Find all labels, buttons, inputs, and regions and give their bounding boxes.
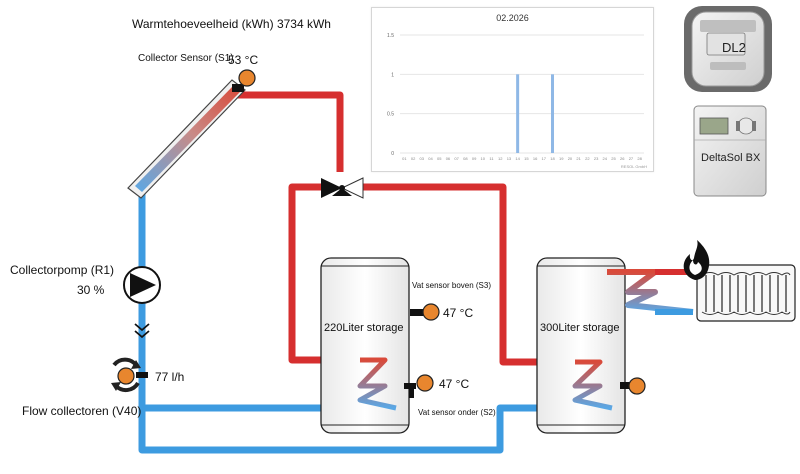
chart-x-tick-label: 22	[585, 156, 590, 161]
chart-x-tick-label: 13	[507, 156, 512, 161]
tank-300-label: 300Liter storage	[540, 322, 620, 334]
radiator-icon	[696, 264, 796, 322]
chart-y-tick-label: 1.5	[387, 33, 394, 39]
tank-220-label: 220Liter storage	[324, 322, 404, 334]
tank-220-top-sensor-icon	[422, 303, 440, 321]
tank-300-sensor-mount	[620, 382, 634, 389]
tank-220-top-sensor-value: 47 °C	[443, 306, 474, 320]
controller-label: DeltaSol BX	[701, 152, 761, 164]
three-way-valve-icon	[321, 177, 364, 199]
collector-sensor-icon	[238, 69, 256, 87]
chart-bar[interactable]	[551, 74, 554, 153]
chart-x-tick-label: 05	[437, 156, 442, 161]
solar-collector	[127, 79, 246, 199]
chart-x-tick-label: 28	[637, 156, 642, 161]
collector-pump-icon	[123, 266, 161, 304]
chart-x-tick-label: 06	[446, 156, 451, 161]
collector-sensor-value: 53 °C	[228, 53, 259, 67]
chart-x-tick-label: 01	[402, 156, 407, 161]
chart-x-tick-label: 07	[454, 156, 459, 161]
chart-x-tick-label: 10	[481, 156, 486, 161]
tank-220-bottom-sensor-value: 47 °C	[439, 377, 470, 391]
chart-x-tick-label: 23	[594, 156, 599, 161]
datalogger-label: DL2	[722, 40, 746, 55]
chart-x-tick-label: 02	[411, 156, 416, 161]
chart-x-tick-label: 03	[420, 156, 425, 161]
flow-meter-icon	[111, 357, 141, 393]
flame-icon	[683, 240, 710, 280]
chart-x-tick-label: 04	[428, 156, 433, 161]
chart-x-tick-label: 09	[472, 156, 477, 161]
chart-x-tick-label: 08	[463, 156, 468, 161]
chart-credits: RESOL GmbH	[620, 164, 647, 169]
chart-x-tick-label: 14	[515, 156, 520, 161]
chart-x-tick-label: 21	[576, 156, 581, 161]
chart-x-tick-label: 27	[629, 156, 634, 161]
collector-pump-label: Collectorpomp (R1)	[10, 263, 115, 277]
tank-220-bottom-sensor-stem	[409, 386, 414, 398]
chart-bar[interactable]	[516, 74, 520, 153]
deltasol-bx-device	[693, 105, 767, 197]
tank-220-icon	[320, 257, 410, 434]
chart-x-tick-label: 11	[489, 156, 494, 161]
chart-x-tick-label: 19	[559, 156, 564, 161]
tank-220-bottom-sensor-icon	[416, 374, 434, 392]
chart-x-tick-label: 18	[550, 156, 555, 161]
tank-300-icon	[536, 257, 626, 434]
chart-x-tick-label: 12	[498, 156, 503, 161]
collector-sensor-label: Collector Sensor (S1)	[138, 53, 234, 64]
tank-220-coil	[357, 357, 397, 411]
chart-x-tick-label: 24	[603, 156, 608, 161]
tank-300-hx-coil	[607, 269, 694, 315]
chart-x-tick-label: 20	[568, 156, 573, 161]
collector-pump-value: 30 %	[77, 283, 105, 297]
chart-x-tick-label: 26	[620, 156, 625, 161]
flow-direction-icon	[134, 323, 150, 339]
tank-300-sensor-icon	[628, 377, 646, 395]
chart-x-tick-label: 16	[533, 156, 538, 161]
flow-sensor-mount	[136, 372, 148, 378]
tank-220-top-sensor-label: Vat sensor boven (S3)	[412, 281, 492, 290]
chart-x-tick-label: 25	[611, 156, 616, 161]
datalogger-dl2-device	[684, 6, 772, 92]
collector-sensor-mount	[232, 84, 244, 92]
chart-x-tick-label: 17	[542, 156, 547, 161]
chart-title: 02.2026	[496, 13, 529, 23]
chart-y-tick-label: 1	[391, 72, 394, 78]
chart-x-tick-label: 15	[524, 156, 529, 161]
tank-300-coil	[572, 359, 613, 411]
flow-value: 77 l/h	[155, 370, 185, 384]
energy-total-label: Warmtehoeveelheid (kWh) 3734 kWh	[132, 17, 331, 31]
flow-label: Flow collectoren (V40)	[22, 404, 142, 418]
chart-y-tick-label: 0	[391, 151, 394, 157]
tank-220-top-sensor-mount	[410, 309, 424, 316]
chart-y-tick-label: 0.5	[387, 112, 394, 118]
tank-220-bottom-sensor-label: Vat sensor onder (S2)	[418, 408, 496, 417]
